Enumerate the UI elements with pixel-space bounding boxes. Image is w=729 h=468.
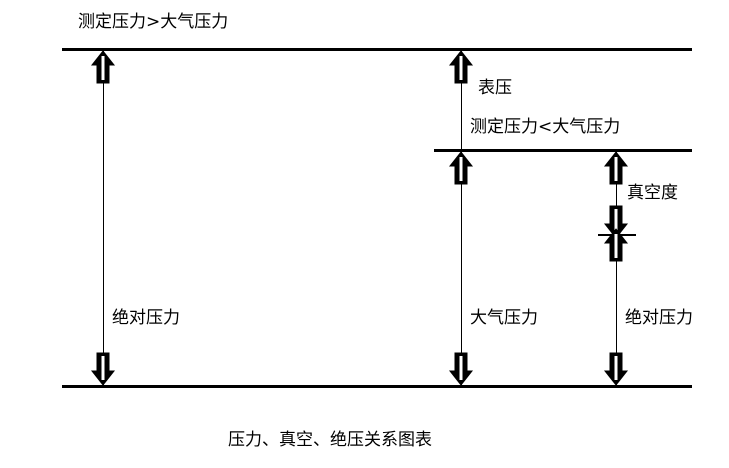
- arrow-up-icon-vacuum-degree-top: [603, 151, 629, 185]
- label-atmospheric-pressure: 大气压力: [470, 308, 538, 328]
- label-above-atmospheric: 测定压力>大气压力: [78, 12, 229, 32]
- label-gauge-pressure: 表压: [478, 78, 512, 98]
- arrow-up-icon-vacuum-degree-upper: [603, 228, 629, 262]
- arrow-up-icon-gauge-pressure-top: [448, 50, 474, 84]
- column-stem-absolute-pressure-right: [616, 150, 617, 386]
- measured-pressure-line: [62, 48, 692, 51]
- arrow-up-icon-absolute-pressure-left-top: [90, 50, 116, 84]
- column-stem-atmospheric-pressure: [461, 49, 462, 386]
- label-absolute-pressure-left: 绝对压力: [112, 308, 180, 328]
- arrow-up-icon-atmospheric-pressure-mid: [448, 151, 474, 185]
- column-stem-absolute-pressure-left: [103, 49, 104, 386]
- absolute-zero-line: [62, 385, 692, 388]
- arrow-down-icon-absolute-pressure-left-bottom: [90, 352, 116, 386]
- arrow-down-icon-atmospheric-pressure-bottom: [448, 352, 474, 386]
- label-below-atmospheric: 测定压力<大气压力: [470, 117, 621, 137]
- label-absolute-pressure-right: 绝对压力: [625, 308, 693, 328]
- atmospheric-pressure-line: [434, 149, 692, 152]
- arrow-down-icon-absolute-pressure-right-bottom: [603, 352, 629, 386]
- label-vacuum-degree: 真空度: [627, 183, 678, 203]
- diagram-caption: 压力、真空、绝压关系图表: [228, 430, 432, 450]
